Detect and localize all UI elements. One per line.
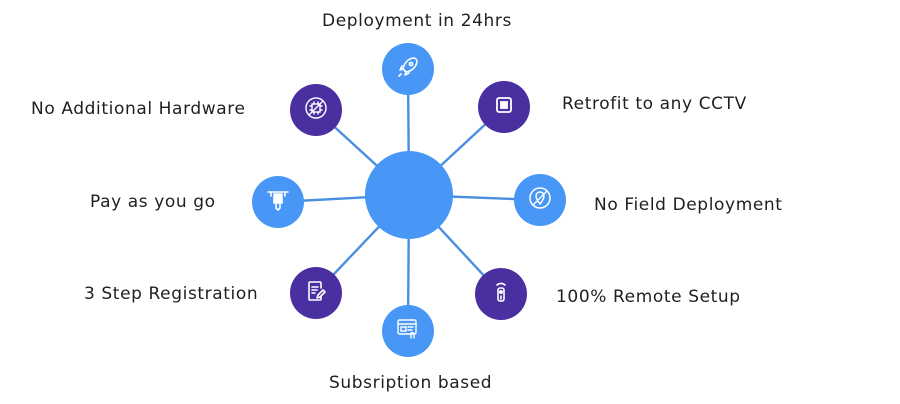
feature-node-deployment <box>382 43 434 95</box>
feature-node-remote <box>475 268 527 320</box>
no-chip-icon <box>301 93 331 127</box>
remote-control-icon <box>486 277 516 311</box>
feature-node-registration <box>290 267 342 319</box>
square-chip-icon <box>489 90 519 124</box>
feature-label-deployment: Deployment in 24hrs <box>322 11 512 31</box>
feature-label-no-field: No Field Deployment <box>594 195 783 215</box>
atm-cash-icon <box>263 185 293 219</box>
feature-label-no-hardware: No Additional Hardware <box>31 99 246 119</box>
subscription-screen-icon <box>393 314 423 348</box>
feature-label-payg: Pay as you go <box>90 192 216 212</box>
rocket-icon <box>393 52 423 86</box>
feature-node-no-hardware <box>290 84 342 136</box>
feature-label-registration: 3 Step Registration <box>84 284 259 304</box>
center-hub <box>365 151 453 239</box>
no-location-icon <box>525 183 555 217</box>
feature-node-payg <box>252 176 304 228</box>
feature-node-retrofit <box>478 81 530 133</box>
feature-label-retrofit: Retrofit to any CCTV <box>562 94 747 114</box>
feature-label-subscription: Subsription based <box>329 373 493 393</box>
feature-node-subscription <box>382 305 434 357</box>
feature-label-remote: 100% Remote Setup <box>556 287 741 307</box>
feature-node-no-field <box>514 174 566 226</box>
document-edit-icon <box>301 276 331 310</box>
